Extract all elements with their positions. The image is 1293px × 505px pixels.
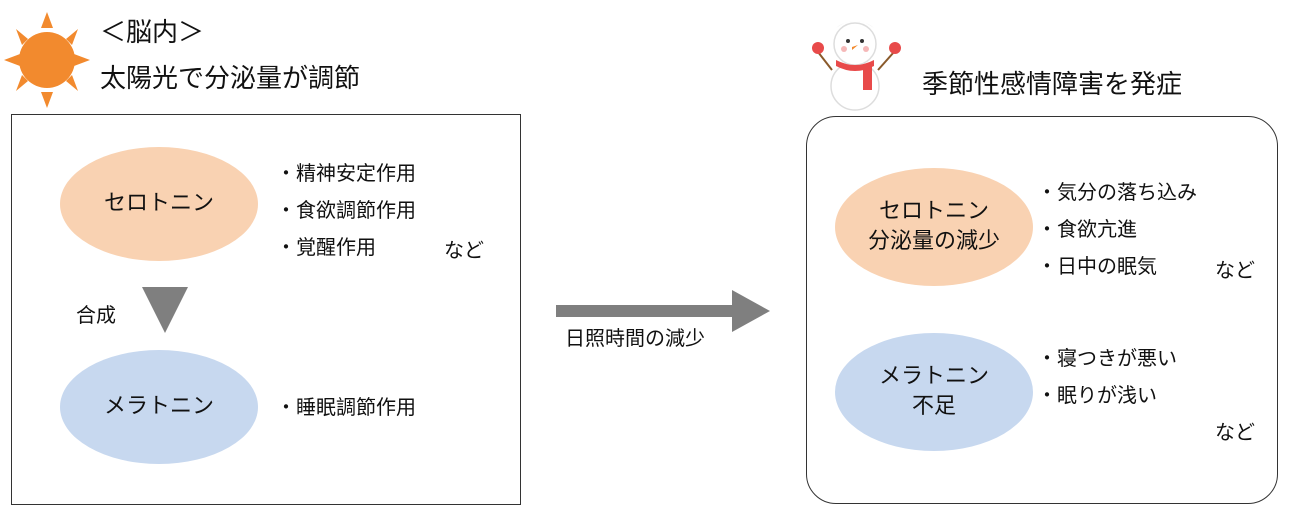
sunlight-decrease-label: 日照時間の減少 bbox=[565, 326, 705, 350]
down-triangle-icon bbox=[142, 287, 188, 333]
list-item: ・睡眠調節作用 bbox=[276, 395, 416, 419]
serotonin-symptoms-etc-label: など bbox=[1215, 258, 1255, 282]
melatonin-effects-list: ・睡眠調節作用 bbox=[276, 389, 416, 426]
serotonin-label: セロトニン bbox=[103, 191, 214, 216]
serotonin-symptoms-list: ・気分の落ち込み ・食欲亢進 ・日中の眠気 bbox=[1037, 174, 1197, 285]
list-item: ・食欲調節作用 bbox=[276, 198, 416, 222]
serotonin-ellipse: セロトニン bbox=[60, 147, 258, 261]
shortage-label: 不足 bbox=[911, 394, 956, 419]
list-item: ・寝つきが悪い bbox=[1037, 346, 1177, 370]
melatonin-symptoms-etc-label: など bbox=[1215, 420, 1255, 444]
melatonin-label: メラトニン bbox=[878, 364, 989, 389]
list-item: ・食欲亢進 bbox=[1037, 217, 1137, 241]
serotonin-decrease-ellipse: セロトニン 分泌量の減少 bbox=[835, 168, 1033, 286]
serotonin-effects-list: ・精神安定作用 ・食欲調節作用 ・覚醒作用 bbox=[276, 155, 416, 266]
serotonin-label: セロトニン bbox=[878, 199, 989, 224]
melatonin-symptoms-list: ・寝つきが悪い ・眠りが浅い bbox=[1037, 340, 1177, 414]
secretion-decrease-label: 分泌量の減少 bbox=[867, 229, 1000, 254]
disorder-panel: セロトニン 分泌量の減少 ・気分の落ち込み ・食欲亢進 ・日中の眠気 など メラ… bbox=[806, 116, 1278, 504]
list-item: ・覚醒作用 bbox=[276, 235, 376, 259]
snowman-icon bbox=[812, 21, 901, 111]
brain-panel: セロトニン ・精神安定作用 ・食欲調節作用 ・覚醒作用 など 合成 メラトニン … bbox=[11, 114, 521, 505]
left-title-regulation: 太陽光で分泌量が調節 bbox=[100, 64, 361, 94]
list-item: ・気分の落ち込み bbox=[1037, 180, 1197, 204]
sun-icon bbox=[4, 12, 90, 108]
list-item: ・眠りが浅い bbox=[1037, 383, 1157, 407]
melatonin-shortage-ellipse: メラトニン 不足 bbox=[835, 333, 1033, 451]
melatonin-ellipse: メラトニン bbox=[60, 350, 258, 464]
right-arrow-icon bbox=[556, 290, 770, 332]
melatonin-label: メラトニン bbox=[103, 394, 214, 419]
list-item: ・日中の眠気 bbox=[1037, 254, 1157, 278]
right-title-onset: 季節性感情障害を発症 bbox=[922, 70, 1183, 100]
list-item: ・精神安定作用 bbox=[276, 161, 416, 185]
left-title-brain: ＜脳内＞ bbox=[100, 18, 205, 48]
synthesis-label: 合成 bbox=[76, 303, 116, 327]
serotonin-etc-label: など bbox=[444, 238, 484, 262]
